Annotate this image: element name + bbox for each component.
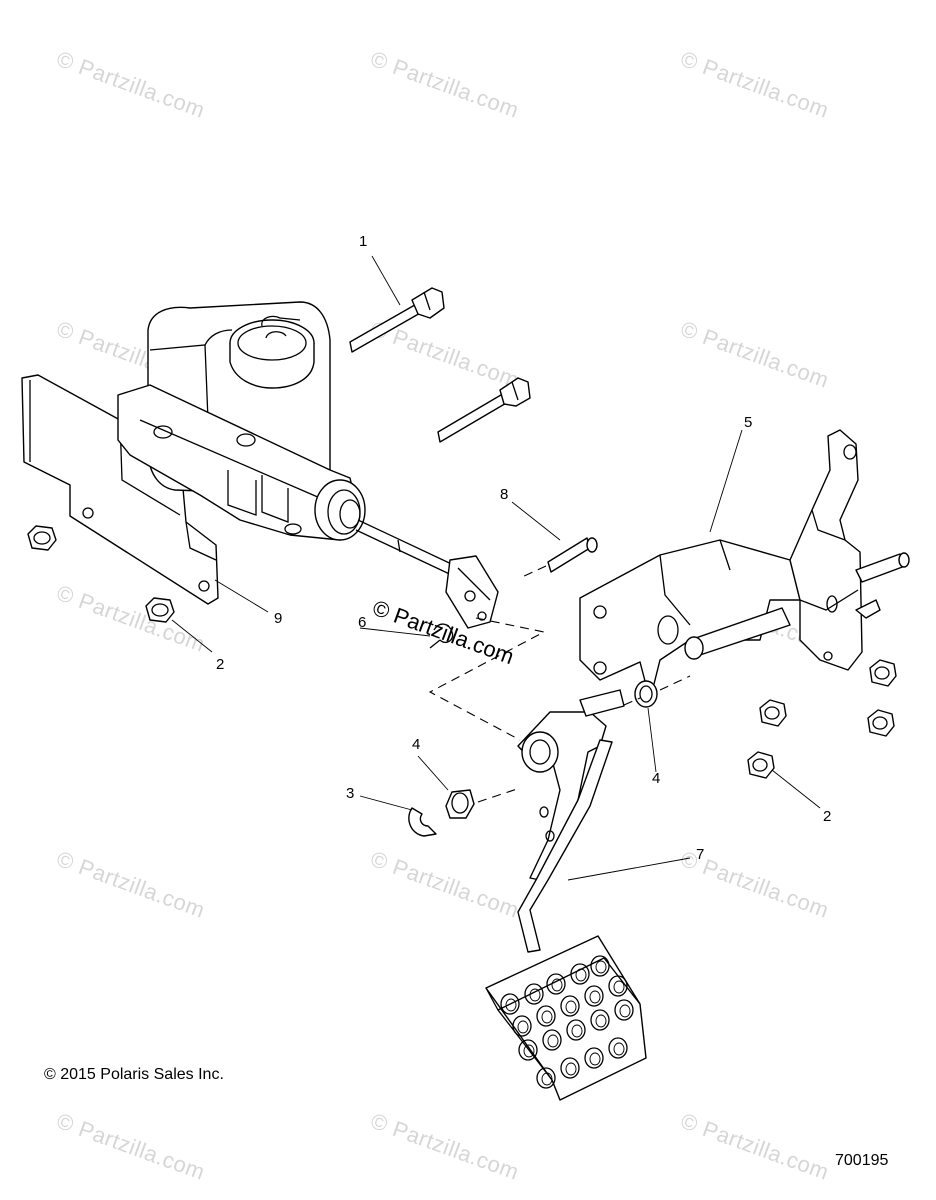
pad-hole-1-3 <box>584 985 604 1007</box>
pad-hole-1-4 <box>608 975 628 997</box>
pad-hole-inner-3-1 <box>565 1062 577 1076</box>
pedal-pad-holes <box>500 955 634 1089</box>
bushing-part-4-right <box>634 680 658 708</box>
callout-4-right: 4 <box>652 770 661 787</box>
brake-pedal-part-7 <box>485 689 647 1101</box>
pad-hole-0-2 <box>546 973 566 995</box>
callout-2-left: 2 <box>216 656 225 673</box>
callout-8: 8 <box>500 486 509 503</box>
copyright-notice: © 2015 Polaris Sales Inc. <box>44 1066 224 1083</box>
pad-hole-2-2 <box>566 1019 586 1041</box>
leader-lines <box>171 255 821 881</box>
e-clip-part-3 <box>408 807 437 837</box>
pad-hole-inner-1-0 <box>517 1020 529 1034</box>
pad-hole-inner-0-3 <box>575 968 587 982</box>
pad-hole-0-1 <box>524 983 544 1005</box>
cotter-pin-part-6 <box>429 623 454 649</box>
callout-4-left: 4 <box>412 736 421 753</box>
pad-hole-inner-2-1 <box>547 1034 559 1048</box>
flange-nut-part-2-d <box>759 699 787 727</box>
callout-2-right: 2 <box>823 808 832 825</box>
callout-9: 9 <box>274 610 283 627</box>
pad-hole-inner-2-4 <box>619 1004 631 1018</box>
pad-hole-inner-3-0 <box>541 1072 553 1086</box>
bolt-part-1-lower <box>437 377 531 443</box>
pad-hole-inner-1-1 <box>541 1010 553 1024</box>
flange-nut-part-2-b <box>145 597 175 623</box>
pad-hole-inner-0-2 <box>551 978 563 992</box>
flange-nut-part-2-e <box>867 709 895 737</box>
pad-hole-3-2 <box>584 1047 604 1069</box>
pad-hole-inner-2-0 <box>523 1044 535 1058</box>
pad-hole-inner-1-4 <box>613 980 625 994</box>
pad-hole-3-3 <box>608 1037 628 1059</box>
pad-hole-1-1 <box>536 1005 556 1027</box>
pad-hole-3-1 <box>560 1057 580 1079</box>
pad-hole-0-3 <box>570 963 590 985</box>
pad-hole-2-1 <box>542 1029 562 1051</box>
bushing-part-4-left <box>445 789 475 819</box>
flange-nut-part-2-a <box>27 525 57 551</box>
pad-hole-2-3 <box>590 1009 610 1031</box>
alignment-lines <box>428 565 691 803</box>
pad-hole-1-0 <box>512 1015 532 1037</box>
flange-nut-part-2-f <box>747 751 775 779</box>
pad-hole-inner-0-1 <box>529 988 541 1002</box>
pad-hole-0-4 <box>590 955 610 977</box>
pedal-bracket-part-5 <box>579 429 910 701</box>
pad-hole-inner-2-3 <box>595 1014 607 1028</box>
pad-hole-0-0 <box>500 993 520 1015</box>
pad-hole-inner-1-2 <box>565 1000 577 1014</box>
pad-hole-3-0 <box>536 1067 556 1089</box>
callout-7: 7 <box>696 846 705 863</box>
pad-hole-inner-3-2 <box>589 1052 601 1066</box>
figure-number: 700195 <box>835 1152 889 1169</box>
callout-3: 3 <box>346 785 355 802</box>
pad-hole-inner-3-3 <box>613 1042 625 1056</box>
pad-hole-2-4 <box>614 999 634 1021</box>
flange-nut-part-2-c <box>869 659 897 687</box>
pad-hole-inner-0-4 <box>595 960 607 974</box>
pad-hole-inner-2-2 <box>571 1024 583 1038</box>
callout-1: 1 <box>359 233 368 250</box>
pad-hole-inner-1-3 <box>589 990 601 1004</box>
pad-hole-2-0 <box>518 1039 538 1061</box>
clevis-pin-part-8 <box>547 537 598 573</box>
pad-hole-inner-0-0 <box>505 998 517 1012</box>
master-cylinder <box>117 301 499 629</box>
pad-hole-1-2 <box>560 995 580 1017</box>
callout-5: 5 <box>744 414 753 431</box>
callout-6: 6 <box>358 614 367 631</box>
bolt-part-1-upper <box>349 287 445 353</box>
